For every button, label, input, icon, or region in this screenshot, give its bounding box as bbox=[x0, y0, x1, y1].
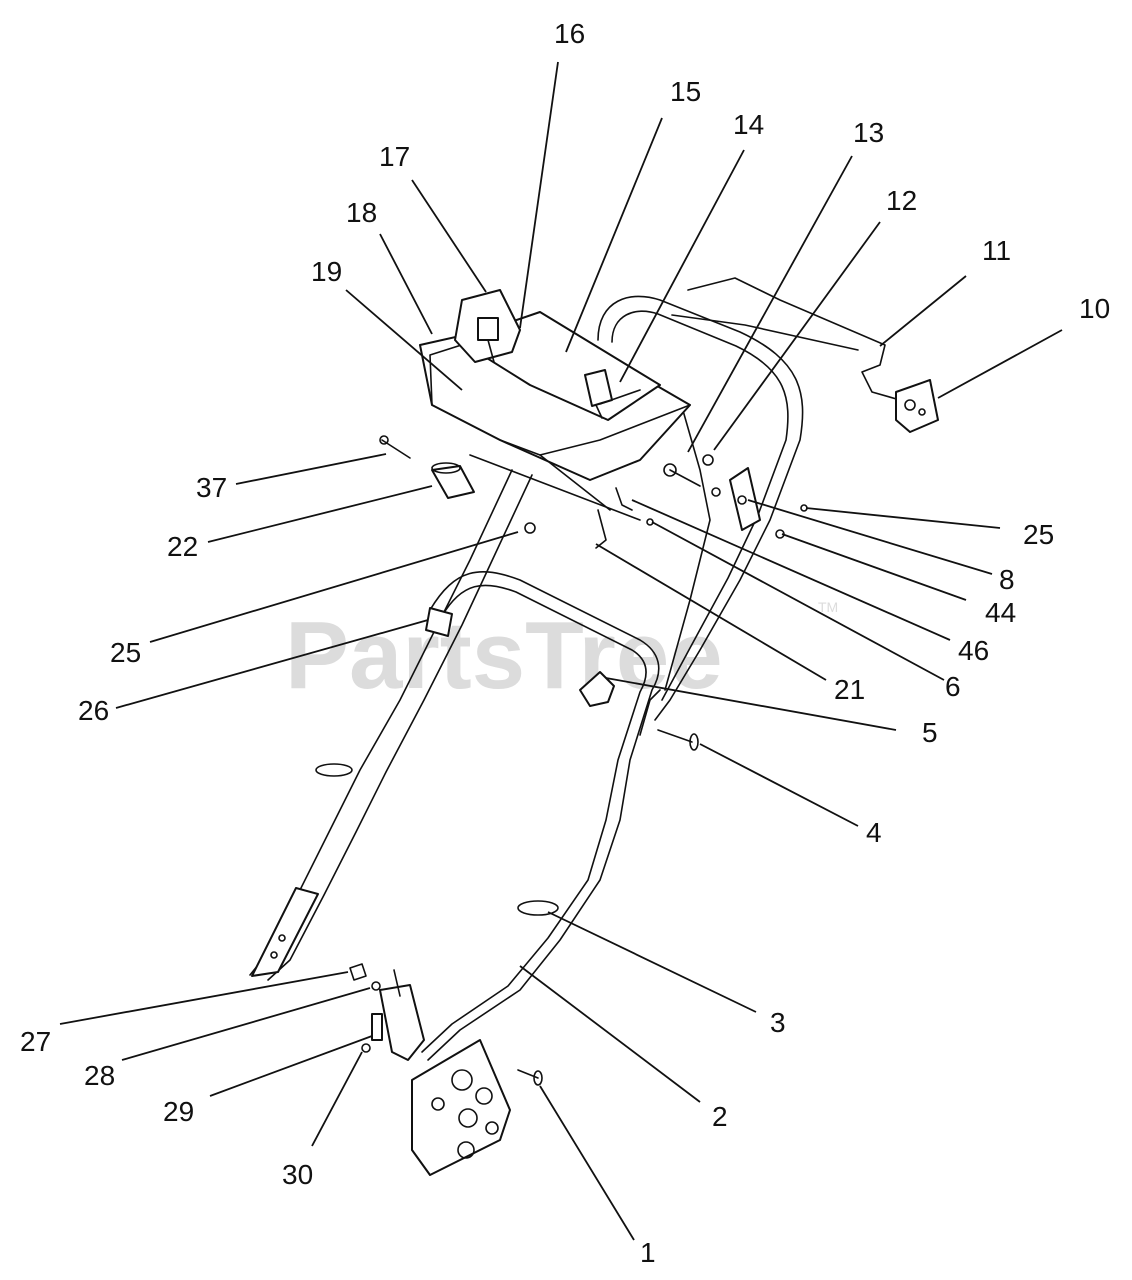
wing-nut-27 bbox=[349, 963, 367, 981]
callout-22: 22 bbox=[167, 531, 198, 562]
watermark-text: PartsTree bbox=[285, 602, 723, 709]
bumper-26 bbox=[425, 607, 453, 637]
callout-13: 13 bbox=[853, 117, 884, 148]
adjust-bracket bbox=[379, 984, 425, 1061]
leader-46 bbox=[631, 499, 951, 641]
callout-11: 11 bbox=[982, 235, 1011, 266]
leader-18 bbox=[379, 233, 433, 335]
leader-21 bbox=[595, 543, 827, 681]
callout-18: 18 bbox=[346, 197, 377, 228]
callout-44: 44 bbox=[985, 597, 1016, 628]
leader-25-right bbox=[805, 507, 1001, 529]
leader-2 bbox=[519, 965, 701, 1103]
nut-12 bbox=[702, 454, 714, 466]
leader-1 bbox=[539, 1085, 635, 1241]
leader-8 bbox=[747, 499, 993, 575]
leader-30 bbox=[311, 1051, 363, 1147]
upper-bail-loop bbox=[597, 295, 804, 721]
callout-16: 16 bbox=[554, 18, 585, 49]
callout-3: 3 bbox=[770, 1007, 786, 1038]
leader-44 bbox=[781, 533, 967, 601]
knob-5 bbox=[579, 671, 615, 707]
callout-28: 28 bbox=[84, 1060, 115, 1091]
spacer-22 bbox=[431, 465, 475, 499]
leader-13 bbox=[687, 155, 853, 453]
leader-22 bbox=[207, 485, 433, 543]
leader-27 bbox=[59, 971, 349, 1025]
callout-14: 14 bbox=[733, 109, 764, 140]
leader-14 bbox=[619, 149, 745, 383]
leader-5 bbox=[605, 677, 897, 731]
leader-4 bbox=[699, 743, 859, 827]
leader-12 bbox=[713, 221, 881, 451]
callout-30: 30 bbox=[282, 1159, 313, 1190]
callout-25-left: 25 bbox=[110, 637, 141, 668]
callout-labels: 16 15 14 13 12 11 10 17 18 19 37 22 25 2… bbox=[20, 18, 1110, 1268]
callout-37: 37 bbox=[196, 472, 227, 503]
callout-17: 17 bbox=[379, 141, 410, 172]
callout-15: 15 bbox=[670, 76, 701, 107]
watermark-trademark: TM bbox=[818, 599, 838, 615]
callout-10: 10 bbox=[1079, 293, 1110, 324]
callout-46: 46 bbox=[958, 635, 989, 666]
callout-5: 5 bbox=[922, 717, 938, 748]
deck-plate bbox=[411, 1039, 511, 1176]
callout-12: 12 bbox=[886, 185, 917, 216]
leader-10 bbox=[937, 329, 1063, 399]
callout-21: 21 bbox=[834, 674, 865, 705]
callout-6: 6 bbox=[945, 671, 961, 702]
left-foot-plate bbox=[251, 887, 319, 977]
pin-30 bbox=[361, 1043, 371, 1053]
screw-13 bbox=[669, 469, 701, 487]
right-grommet bbox=[517, 900, 559, 916]
leader-lines bbox=[59, 61, 1063, 1241]
left-grommet bbox=[315, 763, 353, 777]
callout-1: 1 bbox=[640, 1237, 656, 1268]
bracket-8 bbox=[729, 467, 761, 531]
leader-11 bbox=[879, 275, 967, 347]
handle-assembly-drawing bbox=[249, 277, 939, 1176]
leader-28 bbox=[121, 987, 371, 1061]
callout-4: 4 bbox=[866, 817, 882, 848]
leader-37 bbox=[235, 453, 387, 485]
spring-29 bbox=[371, 1013, 383, 1041]
callout-29: 29 bbox=[163, 1096, 194, 1127]
leader-25-left bbox=[149, 531, 519, 643]
leader-29 bbox=[209, 1035, 373, 1097]
leader-3 bbox=[547, 911, 757, 1013]
leader-26 bbox=[115, 619, 429, 709]
washer-28 bbox=[371, 981, 381, 991]
leader-17 bbox=[411, 179, 487, 293]
bolt-4 bbox=[657, 729, 693, 743]
callout-19: 19 bbox=[311, 256, 342, 287]
callout-26: 26 bbox=[78, 695, 109, 726]
callout-8: 8 bbox=[999, 564, 1015, 595]
leader-15 bbox=[565, 117, 663, 353]
leader-19 bbox=[345, 289, 463, 391]
leader-6 bbox=[651, 521, 945, 681]
callout-2: 2 bbox=[712, 1101, 728, 1132]
clip-21 bbox=[595, 509, 607, 549]
bracket-10 bbox=[895, 379, 939, 433]
callout-27: 27 bbox=[20, 1026, 51, 1057]
callout-25-right: 25 bbox=[1023, 519, 1054, 550]
leader-16 bbox=[519, 61, 559, 329]
nut-25-left bbox=[524, 522, 536, 534]
control-rod bbox=[687, 277, 901, 401]
